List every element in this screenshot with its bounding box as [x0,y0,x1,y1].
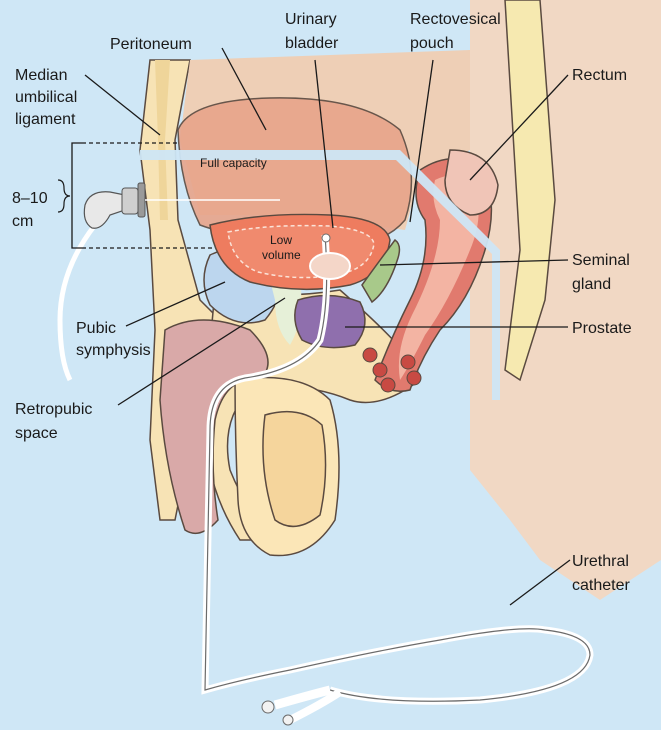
label-low-2: volume [262,248,301,262]
label-rectovesical-1: Rectovesical [410,11,501,28]
label-retropubic-2: space [15,425,58,442]
ultrasound-probe-head [122,188,138,214]
label-peritoneum: Peritoneum [110,36,192,53]
catheter-tip [322,234,330,242]
label-retropubic-1: Retropubic [15,401,92,418]
label-prostate: Prostate [572,320,632,337]
label-pubic-2: symphysis [76,342,151,359]
label-median-2: umbilical [15,89,77,106]
label-median-1: Median [15,67,67,84]
label-distance-2: cm [12,213,33,230]
label-median-3: ligament [15,111,76,128]
catheter-balloon [310,253,350,279]
prostate-shape [295,295,365,347]
label-seminal-1: Seminal [572,252,630,269]
catheter-port-1 [262,701,274,713]
label-urinary-2: bladder [285,35,339,52]
label-urinary-1: Urinary [285,11,337,28]
label-low-1: Low [270,233,292,247]
distance-bracket [72,143,82,248]
label-catheter-1: Urethral [572,553,629,570]
label-rectovesical-2: pouch [410,35,454,52]
brace-symbol [58,180,70,212]
ultrasound-probe-tip [138,183,145,217]
testis-shape [263,412,326,527]
label-rectum: Rectum [572,67,627,84]
label-pubic-1: Pubic [76,320,116,337]
label-full-capacity: Full capacity [200,156,267,170]
label-seminal-2: gland [572,276,611,293]
leader-catheter [510,560,570,605]
label-catheter-2: catheter [572,577,630,594]
ultrasound-probe-body [84,192,125,228]
label-distance-1: 8–10 [12,190,48,207]
catheter-port-2 [283,715,293,725]
